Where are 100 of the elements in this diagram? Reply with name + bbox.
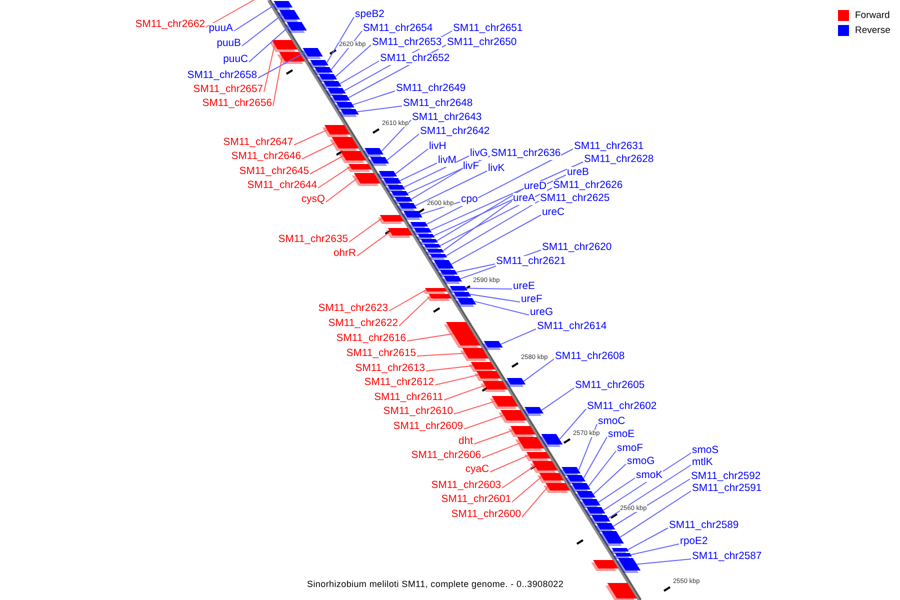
gene-label: ureA bbox=[513, 193, 535, 205]
gene-block bbox=[330, 137, 359, 151]
gene-block bbox=[284, 22, 307, 33]
gene-block bbox=[584, 507, 606, 516]
gene-block bbox=[442, 276, 462, 284]
leader-line bbox=[330, 30, 362, 70]
gene-block bbox=[594, 523, 616, 532]
leader-line bbox=[294, 129, 328, 146]
gene-label: SM11_chr2635 bbox=[278, 234, 348, 246]
legend-label: Forward bbox=[855, 10, 890, 21]
gene-label: SM11_chr2606 bbox=[411, 450, 481, 462]
gene-label: SM11_chr2612 bbox=[364, 377, 434, 389]
leader-line bbox=[620, 490, 692, 538]
gene-label: SM11_chr2589 bbox=[669, 520, 739, 532]
gene-block bbox=[498, 410, 527, 423]
leader-line bbox=[326, 16, 354, 64]
gene-label: SM11_chr2652 bbox=[380, 53, 450, 65]
gene-block bbox=[368, 157, 389, 166]
leader-line bbox=[502, 465, 536, 488]
gene-block bbox=[378, 215, 404, 224]
gene-block bbox=[490, 396, 518, 409]
gene-block bbox=[316, 74, 338, 82]
gene-block bbox=[544, 483, 570, 493]
leader-line bbox=[454, 400, 496, 414]
gene-label: SM11_chr2657 bbox=[193, 84, 263, 96]
caption: Sinorhizobium meliloti SM11, complete genome. - 0..3908022 bbox=[307, 579, 564, 590]
leader-line bbox=[490, 454, 529, 472]
gene-block bbox=[338, 109, 359, 117]
gene-block bbox=[574, 491, 596, 500]
leader-line bbox=[430, 162, 584, 231]
gene-block bbox=[381, 178, 402, 186]
gene-block bbox=[428, 254, 448, 260]
gene-label: SM11_chr2647 bbox=[223, 137, 293, 149]
gene-block bbox=[362, 148, 384, 157]
gene-label: SM11_chr2644 bbox=[247, 180, 317, 192]
gene-block bbox=[277, 52, 305, 64]
gene-label: SM11_chr2603 bbox=[431, 480, 501, 492]
gene-block bbox=[522, 407, 544, 416]
leader-line bbox=[272, 56, 283, 106]
gene-label: SM11_chr2614 bbox=[537, 321, 607, 333]
leader-line bbox=[206, 0, 254, 28]
gene-block bbox=[312, 67, 333, 75]
gene-label: SM11_chr2656 bbox=[202, 98, 272, 110]
leader-line bbox=[592, 464, 626, 495]
gene-label: livG bbox=[470, 148, 488, 160]
gene-block bbox=[524, 452, 550, 461]
gene-label: SM11_chr2625 bbox=[540, 193, 610, 205]
gene-block bbox=[579, 499, 600, 508]
leader-line bbox=[318, 166, 351, 188]
leader-line bbox=[234, 4, 276, 32]
gene-label: SM11_chr2622 bbox=[328, 318, 398, 330]
leader-line bbox=[310, 155, 344, 174]
gene-block bbox=[539, 434, 563, 447]
gene-label: speB2 bbox=[355, 9, 384, 21]
gene-label: SM11_chr2649 bbox=[396, 83, 466, 95]
gene-block bbox=[474, 371, 501, 381]
gene-block bbox=[482, 341, 503, 350]
gene-label: SM11_chr2646 bbox=[231, 151, 301, 163]
gene-block bbox=[468, 362, 496, 372]
leader-line bbox=[456, 264, 496, 273]
gene-label: livM bbox=[438, 155, 456, 167]
leader-line bbox=[598, 478, 636, 503]
leader-line bbox=[608, 464, 692, 519]
gene-label: SM11_chr2611 bbox=[374, 392, 443, 404]
leader-line bbox=[348, 218, 382, 242]
leader-line bbox=[356, 106, 402, 112]
gene-label: SM11_chr2620 bbox=[542, 242, 612, 254]
gene-label: SM11_chr2623 bbox=[318, 303, 388, 315]
leader-line bbox=[512, 476, 542, 502]
leader-line bbox=[388, 289, 427, 312]
gene-label: SM11_chr2642 bbox=[420, 126, 490, 138]
gene-label: SM11_chr2600 bbox=[451, 509, 521, 521]
leader-line bbox=[588, 450, 616, 487]
leader-line bbox=[434, 374, 480, 386]
gene-label: cysQ bbox=[301, 194, 325, 206]
leader-line bbox=[410, 168, 462, 200]
gene-label: SM11_chr2621 bbox=[496, 256, 566, 268]
gene-label: SM11_chr2602 bbox=[587, 401, 657, 413]
leader-line bbox=[398, 296, 431, 326]
gene-label: SM11_chr2645 bbox=[239, 166, 309, 178]
gene-block bbox=[386, 228, 412, 238]
gene-label: cyaC bbox=[465, 464, 489, 476]
leader-line bbox=[482, 442, 522, 458]
leader-line bbox=[436, 188, 524, 242]
leader-line bbox=[541, 388, 574, 411]
legend-label: Reverse bbox=[855, 25, 890, 36]
gene-label: puuA bbox=[208, 23, 233, 35]
gene-block bbox=[272, 1, 293, 10]
gene-label: SM11_chr2610 bbox=[383, 406, 453, 418]
gene-block bbox=[537, 473, 564, 483]
gene-label: ureD bbox=[524, 181, 547, 193]
gene-block bbox=[560, 467, 581, 476]
gene-label: SM11_chr2613 bbox=[355, 363, 425, 375]
leader-line bbox=[248, 26, 290, 62]
leader-line bbox=[466, 288, 512, 290]
gene-label: SM11_chr2615 bbox=[346, 348, 416, 360]
gene-label: SM11_chr2654 bbox=[363, 23, 433, 35]
gene-block bbox=[401, 211, 422, 220]
gene-label: SM11_chr2636 bbox=[491, 148, 561, 160]
gene-label: SM11_chr2631 bbox=[574, 141, 644, 153]
